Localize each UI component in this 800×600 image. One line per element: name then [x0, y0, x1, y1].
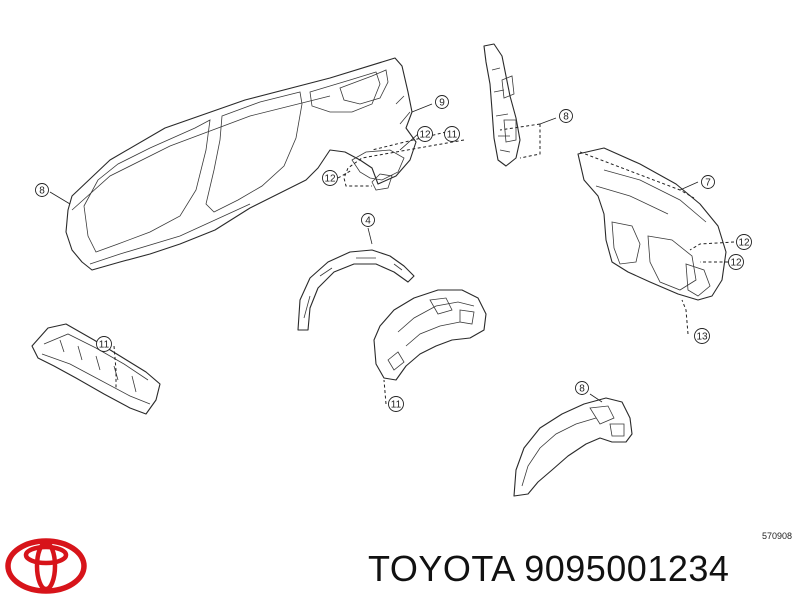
svg-text:12: 12 — [738, 238, 750, 249]
toyota-logo-icon — [5, 538, 87, 594]
svg-text:11: 11 — [447, 130, 458, 141]
svg-text:8: 8 — [579, 384, 585, 395]
callout-13: 13 — [694, 328, 710, 344]
leader-lines — [49, 103, 735, 405]
quarter-pillar-reinforcement — [483, 43, 521, 167]
callout-11-cowl: 11 — [96, 336, 112, 352]
svg-text:4: 4 — [365, 216, 371, 227]
svg-text:12: 12 — [730, 258, 742, 269]
part-title: TOYOTA 9095001234 — [368, 548, 730, 589]
callout-8-pillar: 8 — [559, 109, 573, 123]
wheel-house-arch — [297, 249, 415, 331]
callout-12-door-upper: 12 — [736, 234, 752, 250]
callout-11-upper: 11 — [444, 126, 460, 142]
diagram-code: 570908 — [761, 531, 792, 541]
svg-text:13: 13 — [696, 332, 708, 343]
callout-7: 7 — [701, 175, 715, 189]
wheel-house-inner-panel — [373, 289, 487, 381]
callout-11-wheelhouse: 11 — [388, 396, 404, 412]
svg-text:12: 12 — [419, 130, 431, 141]
callout-12-door-lower: 12 — [728, 254, 744, 270]
callout-markers: 8 9 12 11 12 8 7 12 — [35, 95, 752, 412]
cowl-panel — [31, 323, 161, 415]
callout-9: 9 — [435, 95, 449, 109]
svg-text:8: 8 — [39, 186, 45, 197]
callout-8-side-panel: 8 — [35, 183, 49, 197]
svg-text:11: 11 — [391, 400, 402, 411]
svg-text:11: 11 — [99, 340, 110, 351]
svg-text:7: 7 — [705, 178, 711, 189]
svg-text:9: 9 — [439, 98, 445, 109]
callout-12-upper: 12 — [417, 126, 433, 142]
callout-8-rear-wheelhouse: 8 — [575, 381, 589, 395]
rear-wheel-house-panel — [513, 397, 633, 497]
svg-text:8: 8 — [563, 112, 569, 123]
svg-text:12: 12 — [324, 174, 336, 185]
callout-12-left: 12 — [322, 170, 338, 186]
back-door-panel — [577, 147, 727, 301]
callout-4: 4 — [361, 213, 375, 227]
side-body-panel — [65, 57, 417, 271]
